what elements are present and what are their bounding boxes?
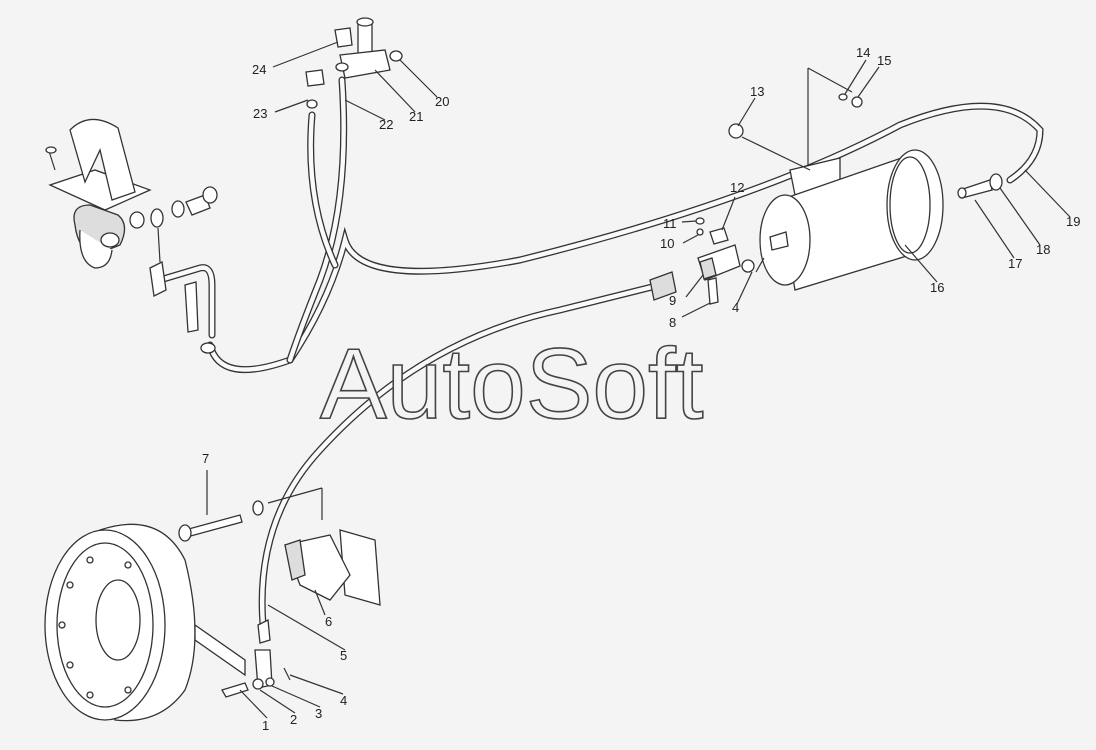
bolt-7-assembly — [178, 470, 323, 542]
callout-8: 8 — [669, 315, 676, 330]
callout-23: 23 — [253, 106, 267, 121]
callout-2: 2 — [290, 712, 297, 727]
lower-fitting-1-4 — [221, 618, 291, 698]
hose-5-to-valve — [258, 281, 664, 629]
air-tank — [759, 149, 944, 291]
callout-1: 1 — [262, 718, 269, 733]
callout-22: 22 — [379, 117, 393, 132]
hose-23 — [307, 111, 339, 269]
callout-6: 6 — [325, 614, 332, 629]
hose-22 — [286, 76, 348, 364]
callout-9: 9 — [669, 293, 676, 308]
brake-drum — [44, 523, 246, 722]
callout-20: 20 — [435, 94, 449, 109]
top-valve-block — [305, 17, 403, 109]
callout-4-upper: 4 — [732, 300, 739, 315]
callout-18: 18 — [1036, 242, 1050, 257]
bracket-plate — [728, 67, 863, 196]
callout-12: 12 — [730, 180, 744, 195]
callout-7: 7 — [202, 451, 209, 466]
callout-5: 5 — [340, 648, 347, 663]
brake-pedal-assembly — [45, 118, 218, 354]
long-hose-to-fitting-19 — [206, 102, 1044, 374]
pedal-tube — [156, 264, 216, 339]
callout-4-lower: 4 — [340, 693, 347, 708]
callout-10: 10 — [660, 236, 674, 251]
mounting-bracket-6 — [284, 529, 381, 606]
fittings-17-18 — [957, 173, 1003, 199]
middle-valve — [649, 217, 765, 305]
callout-13: 13 — [750, 84, 764, 99]
leader-lines — [239, 41, 1071, 719]
callout-19: 19 — [1066, 214, 1080, 229]
callout-17: 17 — [1008, 256, 1022, 271]
callout-11: 11 — [663, 216, 677, 231]
callout-labels: 1 2 3 4 4 5 6 7 8 9 10 11 12 13 14 15 16… — [202, 45, 1080, 733]
callout-14: 14 — [856, 45, 870, 60]
callout-15: 15 — [877, 53, 891, 68]
watermark: AutoSoft — [320, 328, 704, 440]
callout-24: 24 — [252, 62, 266, 77]
callout-3: 3 — [315, 706, 322, 721]
callout-21: 21 — [409, 109, 423, 124]
callout-16: 16 — [930, 280, 944, 295]
